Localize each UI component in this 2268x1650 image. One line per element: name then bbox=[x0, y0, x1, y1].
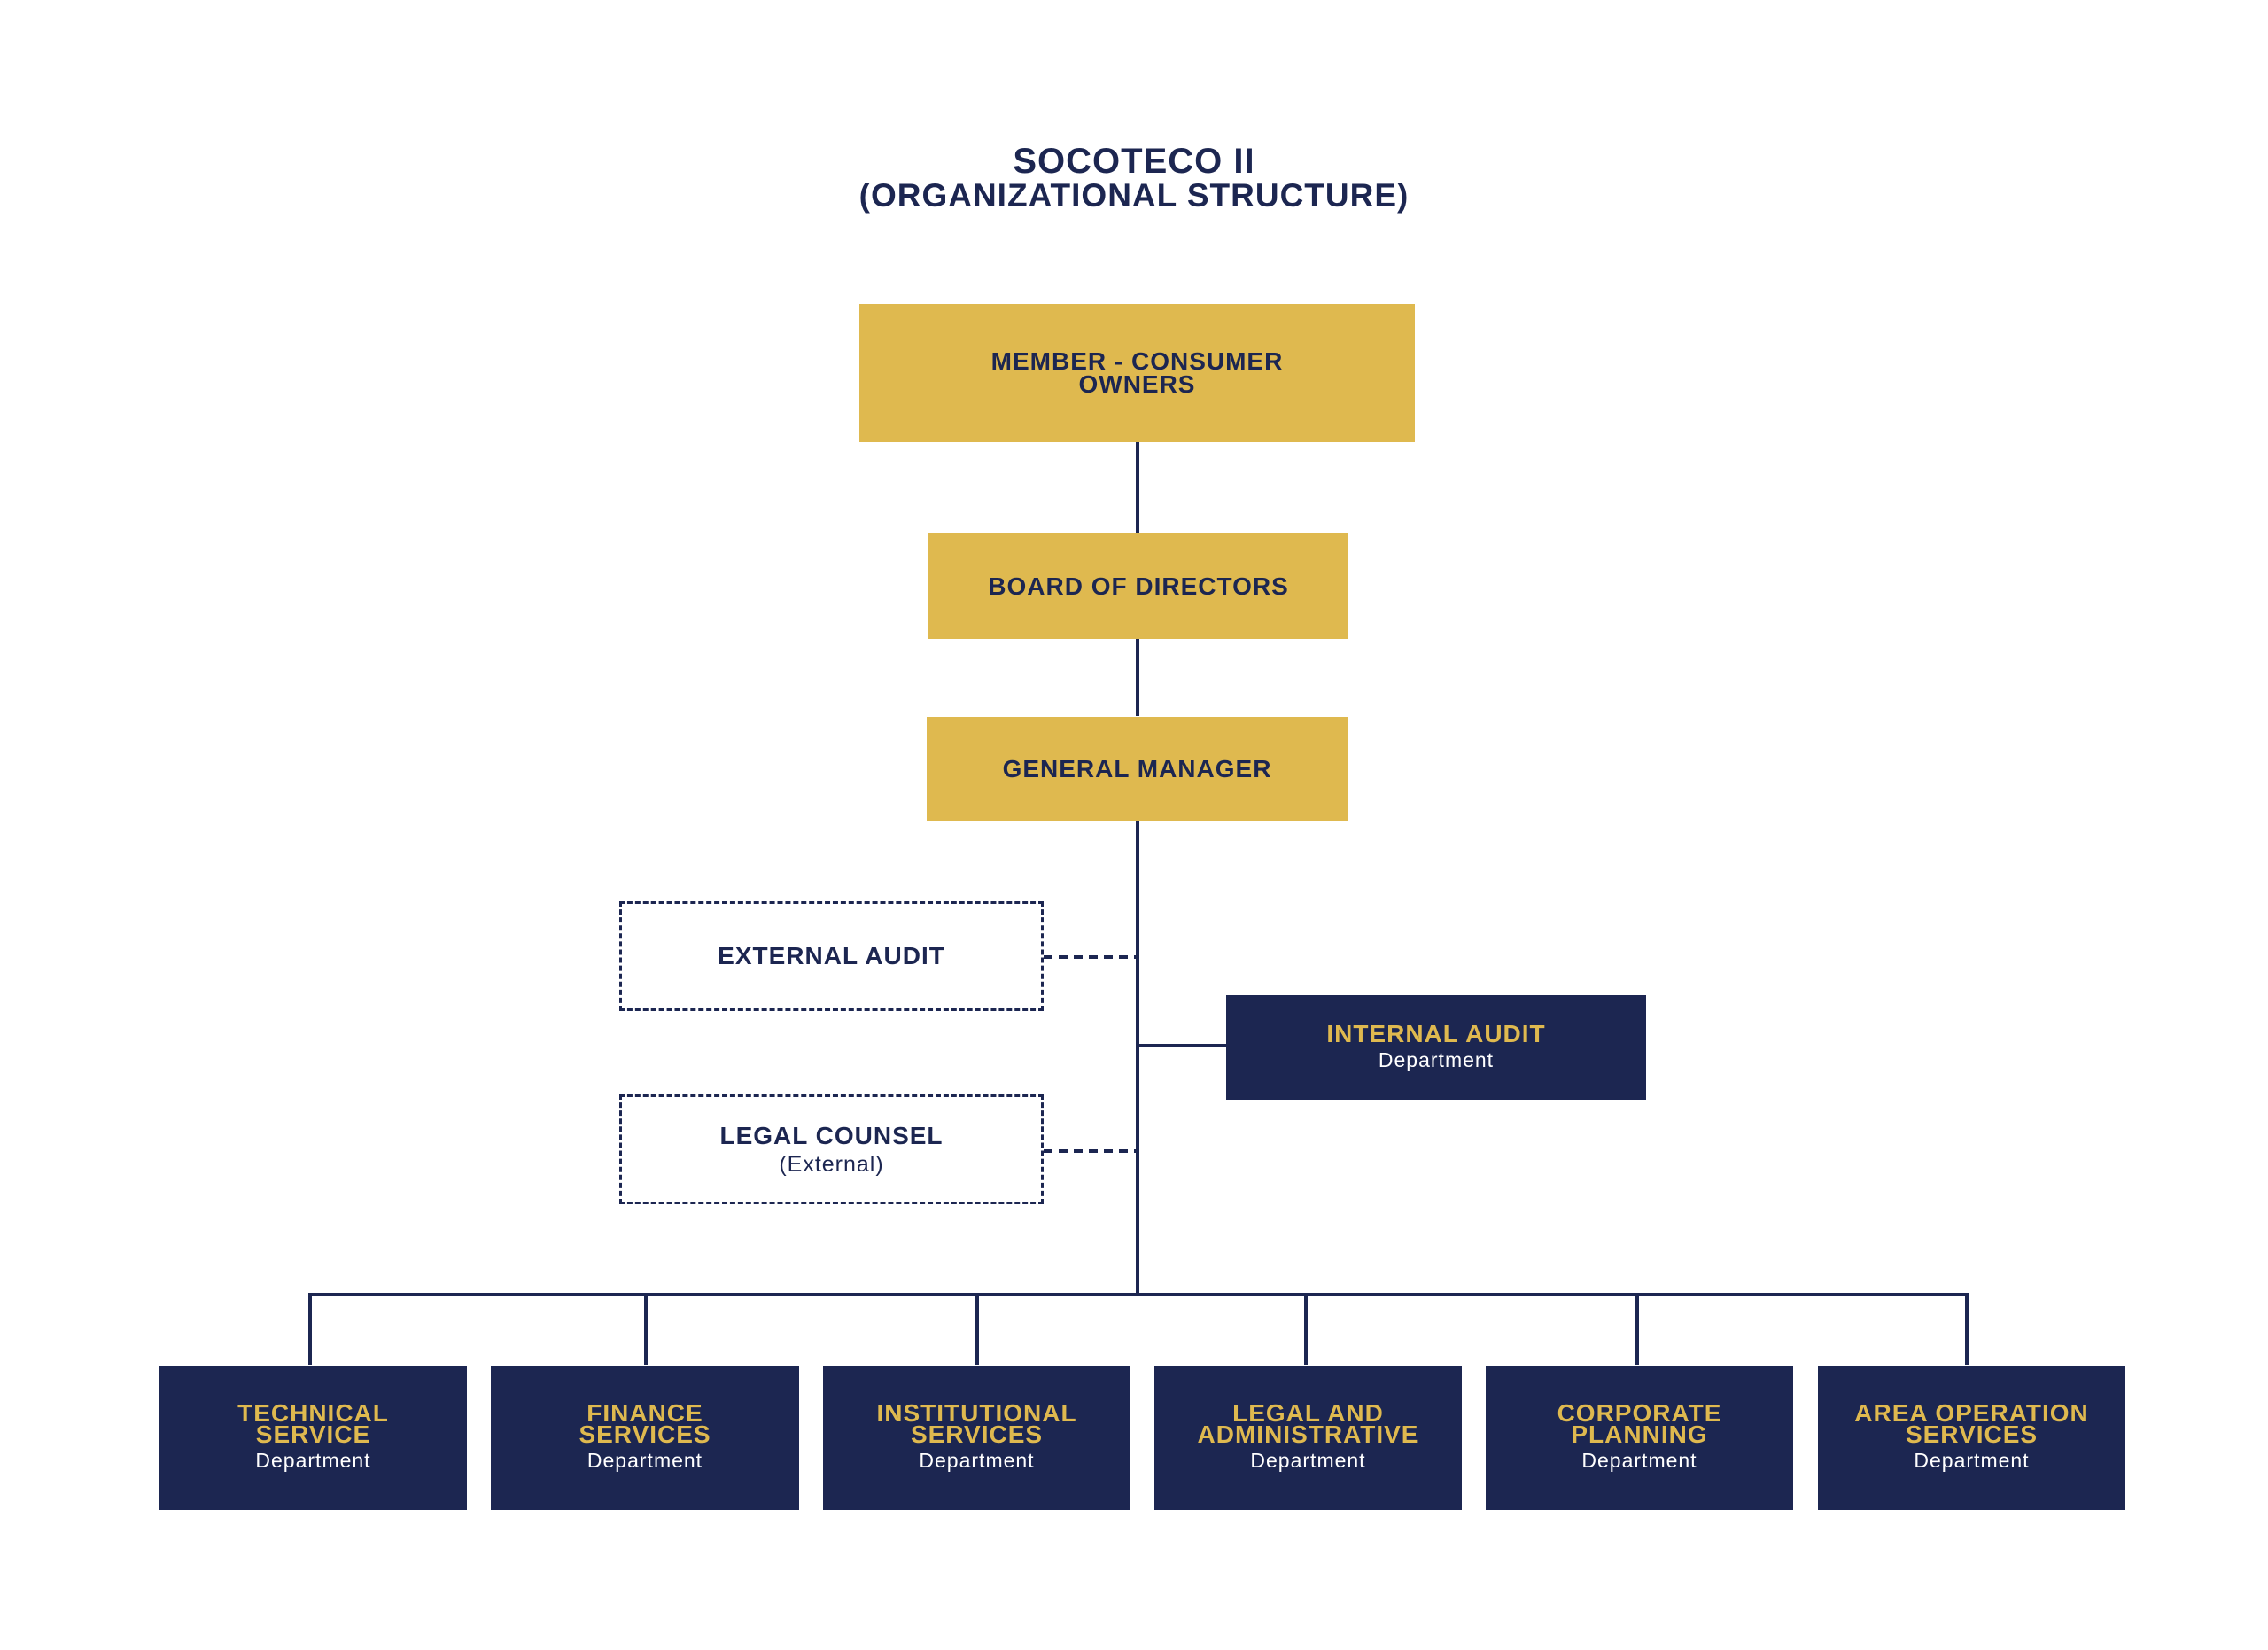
node-board-of-directors: BOARD OF DIRECTORS bbox=[928, 533, 1348, 639]
node-internal-audit: INTERNAL AUDIT Department bbox=[1226, 995, 1646, 1100]
node-sublabel: Department bbox=[1378, 1047, 1495, 1071]
node-label: LEGAL COUNSEL bbox=[719, 1121, 944, 1149]
node-sublabel: (External) bbox=[779, 1151, 884, 1177]
node-label: FINANCE SERVICES bbox=[579, 1399, 711, 1448]
node-dept-finance-services: FINANCE SERVICES Department bbox=[491, 1366, 799, 1510]
node-sublabel: Department bbox=[919, 1449, 1035, 1472]
node-label: AREA OPERATION SERVICES bbox=[1854, 1399, 2089, 1448]
node-sublabel: Department bbox=[586, 1449, 703, 1472]
node-label: INTERNAL AUDIT bbox=[1326, 1019, 1546, 1047]
node-label: EXTERNAL AUDIT bbox=[718, 942, 945, 969]
node-sublabel: Department bbox=[1581, 1449, 1697, 1472]
node-label: INSTITUTIONAL SERVICES bbox=[876, 1399, 1077, 1448]
node-label: BOARD OF DIRECTORS bbox=[988, 572, 1289, 600]
node-label: GENERAL MANAGER bbox=[1002, 755, 1272, 782]
chart-subtitle: (ORGANIZATIONAL STRUCTURE) bbox=[858, 177, 1410, 214]
node-dept-legal-administrative: LEGAL AND ADMINISTRATIVE Department bbox=[1154, 1366, 1462, 1510]
node-sublabel: Department bbox=[255, 1449, 371, 1472]
node-sublabel: Department bbox=[1250, 1449, 1366, 1472]
node-dept-corporate-planning: CORPORATE PLANNING Department bbox=[1486, 1366, 1793, 1510]
node-legal-counsel: LEGAL COUNSEL (External) bbox=[619, 1094, 1044, 1204]
node-label: MEMBER - CONSUMER OWNERS bbox=[990, 347, 1284, 398]
node-label: TECHNICAL SERVICE bbox=[237, 1399, 389, 1448]
node-sublabel: Department bbox=[1914, 1449, 2030, 1472]
node-dept-area-operation-services: AREA OPERATION SERVICES Department bbox=[1818, 1366, 2125, 1510]
node-external-audit: EXTERNAL AUDIT bbox=[619, 901, 1044, 1011]
node-general-manager: GENERAL MANAGER bbox=[927, 717, 1348, 821]
node-label: CORPORATE PLANNING bbox=[1557, 1399, 1722, 1448]
node-member-consumer-owners: MEMBER - CONSUMER OWNERS bbox=[859, 304, 1415, 442]
node-label: LEGAL AND ADMINISTRATIVE bbox=[1197, 1399, 1419, 1448]
node-dept-technical-service: TECHNICAL SERVICE Department bbox=[159, 1366, 467, 1510]
chart-title: SOCOTECO II bbox=[1013, 142, 1255, 181]
node-dept-institutional-services: INSTITUTIONAL SERVICES Department bbox=[823, 1366, 1130, 1510]
